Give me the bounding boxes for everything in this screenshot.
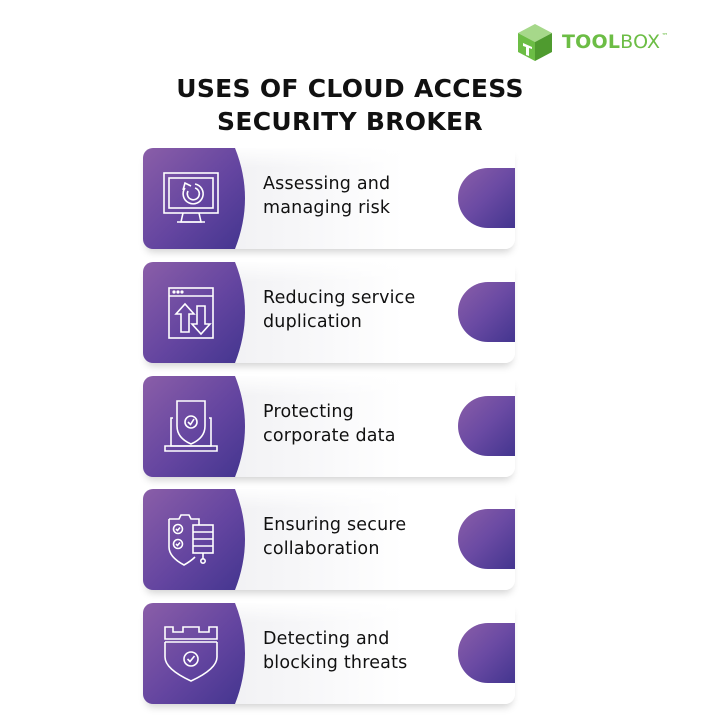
use-label: Detecting and blocking threats bbox=[263, 629, 408, 673]
icon-panel bbox=[143, 148, 253, 249]
use-label: Ensuring secure collaboration bbox=[263, 515, 407, 559]
title-line-1: USES OF CLOUD ACCESS bbox=[176, 74, 524, 103]
semicircle-tab bbox=[458, 396, 515, 456]
icon-panel bbox=[143, 262, 253, 363]
window-transfer-arrows-icon bbox=[168, 287, 214, 339]
title-line-2: SECURITY BROKER bbox=[217, 107, 483, 136]
use-label: Reducing service duplication bbox=[263, 288, 416, 332]
monitor-refresh-icon bbox=[163, 172, 219, 223]
laptop-shield-icon bbox=[164, 400, 218, 452]
castle-shield-icon bbox=[164, 626, 218, 682]
cube-logo-icon bbox=[518, 24, 552, 61]
icon-panel bbox=[143, 489, 253, 590]
trademark: ™ bbox=[661, 32, 669, 40]
brand-name-light: BOX bbox=[620, 31, 661, 53]
semicircle-tab bbox=[458, 282, 515, 342]
brand-name-bold: TOOL bbox=[562, 31, 621, 53]
icon-panel bbox=[143, 603, 253, 704]
use-card-assessing-risk: Assessing and managing risk bbox=[143, 148, 515, 249]
semicircle-tab bbox=[458, 509, 515, 569]
semicircle-tab bbox=[458, 623, 515, 683]
use-label: Assessing and managing risk bbox=[263, 174, 391, 218]
use-card-secure-collaboration: Ensuring secure collaboration bbox=[143, 489, 515, 590]
use-card-detecting-threats: Detecting and blocking threats bbox=[143, 603, 515, 704]
use-card-reducing-duplication: Reducing service duplication bbox=[143, 262, 515, 363]
shield-checklist-database-icon bbox=[168, 514, 214, 566]
use-card-protecting-data: Protecting corporate data bbox=[143, 376, 515, 477]
use-label: Protecting corporate data bbox=[263, 402, 396, 446]
semicircle-tab bbox=[458, 168, 515, 228]
page-title: USES OF CLOUD ACCESS SECURITY BROKER bbox=[120, 72, 580, 138]
icon-panel bbox=[143, 376, 253, 477]
